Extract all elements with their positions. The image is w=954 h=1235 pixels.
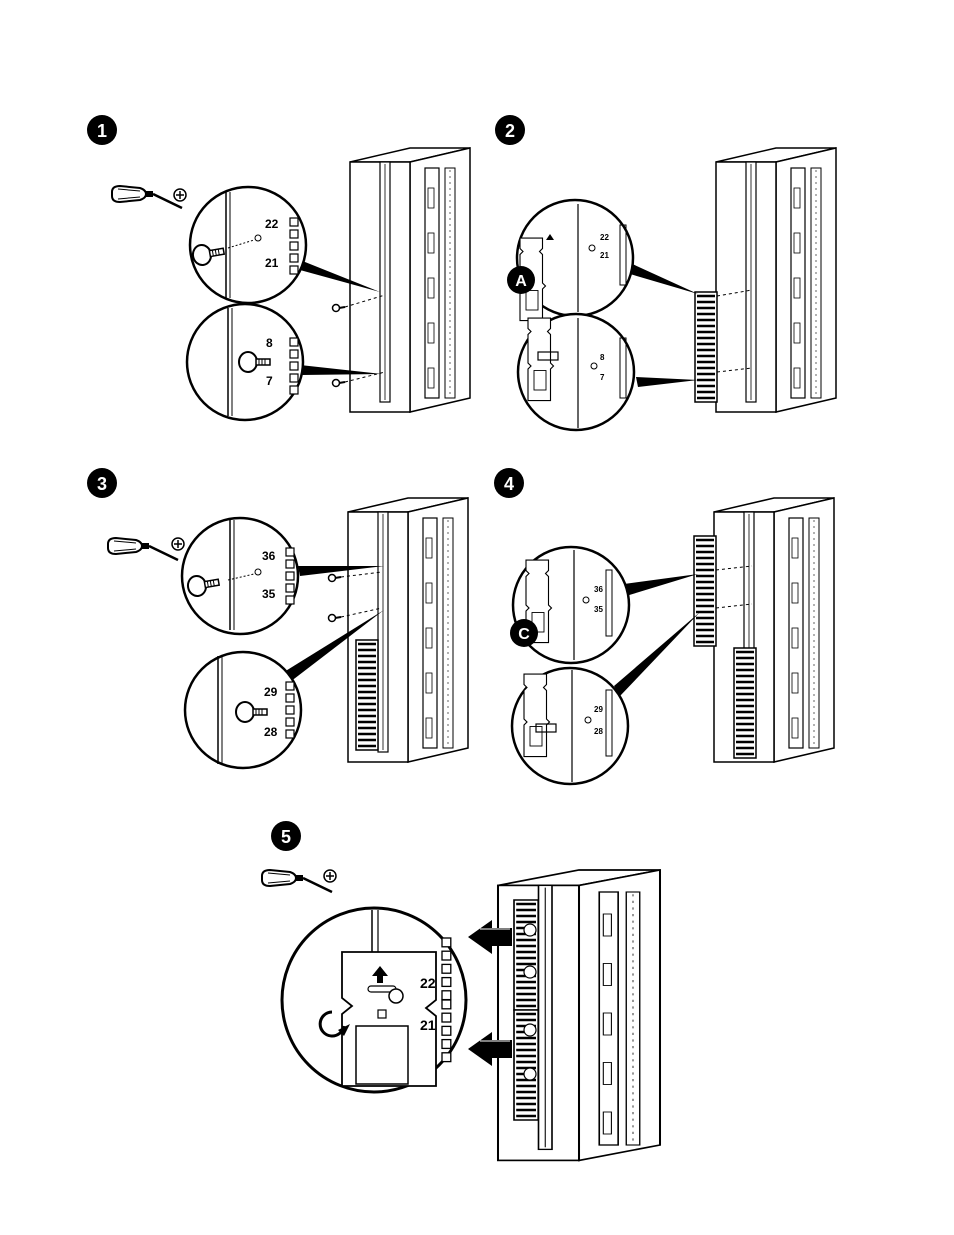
- step-number: 3: [97, 474, 107, 494]
- unit-label: 29: [594, 705, 603, 714]
- unit-label: 22: [600, 233, 609, 242]
- step-number: 1: [97, 121, 107, 141]
- small-screw-icon: [333, 380, 346, 387]
- step-1-panel: 1 22 21 8 7: [87, 115, 470, 420]
- cable-brush-panel: [734, 648, 756, 758]
- cabinet: [716, 148, 836, 412]
- unit-label: 36: [262, 549, 276, 563]
- callout-label: C: [518, 626, 530, 643]
- unit-label: 21: [265, 256, 279, 270]
- unit-label: 28: [264, 725, 278, 739]
- step-5-panel: 5: [262, 821, 660, 1160]
- magnifier-upper: 36 35: [182, 518, 298, 634]
- step-3-panel: 3 36 35 29 28: [87, 468, 468, 768]
- unit-label: 8: [600, 353, 605, 362]
- screwdriver-icon: [112, 186, 182, 208]
- cable-brush-panel: [514, 900, 538, 1010]
- unit-label: 28: [594, 727, 603, 736]
- cable-brush-panel: [695, 292, 717, 402]
- step-4-panel: 4 36 35 C 29 28: [494, 468, 834, 784]
- step-number: 2: [505, 121, 515, 141]
- magnifier-upper: 36 35: [513, 547, 629, 663]
- magnifier-upper: 22 21: [190, 187, 306, 303]
- cabinet: [714, 498, 834, 762]
- screwdriver-icon: [262, 870, 332, 892]
- small-screw-icon: [329, 615, 342, 622]
- magnifier-lower: 8 7: [187, 304, 303, 420]
- unit-label: 35: [594, 605, 603, 614]
- step-number: 5: [281, 827, 291, 847]
- magnifier-detail: 22 21: [282, 908, 466, 1092]
- phillips-head-icon: [324, 870, 336, 882]
- magnifier-lower: 29 28: [185, 652, 301, 768]
- cable-brush-panel: [356, 640, 378, 750]
- unit-label: 22: [420, 975, 436, 991]
- unit-label: 8: [266, 336, 273, 350]
- magnifier-lower: 29 28: [512, 668, 628, 784]
- cabinet: [350, 148, 470, 412]
- unit-label: 36: [594, 585, 603, 594]
- unit-label: 21: [600, 251, 609, 260]
- unit-label: 7: [266, 374, 273, 388]
- cable-brush-panel: [694, 536, 716, 646]
- magnifier-lower: 8 7: [518, 314, 634, 430]
- screwdriver-icon: [108, 538, 178, 560]
- magnifier-upper: 22 21: [517, 200, 633, 321]
- small-screw-icon: [329, 575, 342, 582]
- unit-label: 7: [600, 373, 605, 382]
- unit-label: 29: [264, 685, 278, 699]
- phillips-head-icon: [172, 538, 184, 550]
- small-screw-icon: [333, 305, 346, 312]
- unit-label: 22: [265, 217, 279, 231]
- unit-label: 21: [420, 1017, 436, 1033]
- unit-label: 35: [262, 587, 276, 601]
- step-number: 4: [504, 474, 514, 494]
- callout-label: A: [515, 273, 527, 290]
- step-2-panel: 2 22 21 A 8 7: [495, 115, 836, 430]
- phillips-head-icon: [174, 189, 186, 201]
